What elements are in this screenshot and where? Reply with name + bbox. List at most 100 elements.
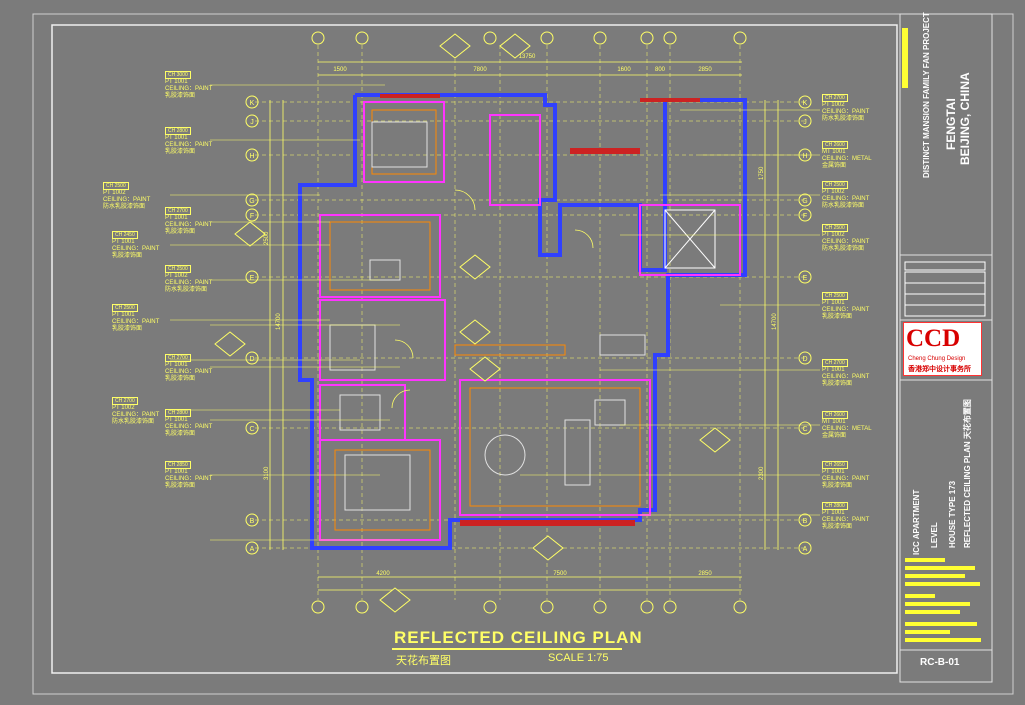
ceiling-material-cn: 防水乳胶漆饰面 [822, 116, 865, 122]
grid-row-label: D [802, 356, 807, 363]
paint-code: PT 1002 [103, 190, 126, 196]
sheet-number: RC-B-01 [920, 657, 960, 668]
paint-code: PT 1002 [822, 232, 845, 238]
dimension-lines [269, 61, 779, 591]
grid-row-label: J [803, 119, 807, 126]
grid-row-label: K [803, 100, 808, 107]
ceiling-label-right: CH 2500 PT 1001 CEILING：PAINT 乳胶漆饰面 [822, 292, 870, 321]
ceiling-height-tag: CH 2650 [822, 461, 848, 469]
drawing-title: REFLECTED CEILING PLAN [394, 628, 643, 647]
paint-code: PT 1001 [165, 79, 188, 85]
paint-code: MT 1001 [822, 149, 846, 155]
ceiling-height-tag: CH 2700 [822, 94, 848, 102]
ceiling-material: CEILING：PAINT [165, 222, 213, 228]
ceiling-label-left: CH 2700 PT 1001 CEILING：PAINT 乳胶漆饰面 [165, 207, 213, 236]
ceiling-height-tag: CH 2800 [165, 127, 191, 135]
dim-bottom: 4200 [376, 571, 390, 577]
grid-bubble-letters-right: K J H G F E D C B A [802, 100, 807, 553]
ceiling-height-tag: CH 2500 [165, 265, 191, 273]
title-block-border [899, 13, 993, 683]
ceiling-edges [329, 109, 641, 531]
ceiling-material-cn: 乳胶漆饰面 [165, 229, 196, 235]
ceiling-material: CEILING：PAINT [822, 476, 870, 482]
paint-code: PT 1001 [165, 135, 188, 141]
dim-bottom: 2850 [698, 571, 712, 577]
dim-top: 2850 [698, 67, 712, 73]
grid-row-label: F [803, 213, 807, 220]
ceiling-height-tag: CH 2700 [165, 207, 191, 215]
grid-row-label: B [803, 518, 808, 525]
ceiling-material-cn: 防水乳胶漆饰面 [822, 203, 865, 209]
ceiling-label-right: CH 2800 PT 1001 CEILING：PAINT 乳胶漆饰面 [822, 502, 869, 531]
dim-top: 1500 [333, 67, 347, 73]
paint-code: PT 1001 [822, 367, 845, 373]
ceiling-height-tag: CH 2800 [822, 502, 848, 510]
grid-row-label: A [250, 546, 255, 553]
grid-row-label: C [249, 426, 254, 433]
leader-lines [170, 84, 820, 541]
ceiling-height-tag: CH 2600 [822, 411, 848, 419]
paint-code: PT 1001 [112, 239, 135, 245]
ceiling-material-cn: 乳胶漆饰面 [112, 253, 143, 259]
ceiling-material-cn: 乳胶漆饰面 [165, 149, 196, 155]
logo-chinese: 香港郑中设计事务所 [908, 366, 971, 373]
drawing-subtitle-cn: 天花布置图 [396, 654, 451, 667]
outer-border [32, 13, 1014, 695]
curtain-walls [380, 94, 700, 526]
dim-top: 1600 [617, 67, 631, 73]
ceiling-height-tag: CH 2500 [822, 224, 848, 232]
dim-left: 2500 [264, 231, 270, 245]
ceiling-material: CEILING：PAINT [165, 369, 213, 375]
ceiling-label-right: CH 2700 PT 1001 CEILING：PAINT 乳胶漆饰面 [822, 359, 869, 388]
ceiling-material-cn: 乳胶漆饰面 [165, 376, 196, 382]
ceiling-label-left: CH 2500 PT 1002 CEILING：PAINT 防水乳胶漆饰面 [165, 265, 213, 294]
ceiling-material: CEILING：PAINT [165, 142, 213, 148]
interior-partitions [319, 101, 741, 541]
title-underline [392, 648, 622, 650]
grid-bubble-letters-left: K J H G F E D C B A [249, 100, 254, 553]
ceiling-label-left: CH 2450 PT 1001 CEILING：PAINT 乳胶漆饰面 [112, 231, 160, 260]
dimension-text: 1500 7800 13750 1600 800 2850 4200 7500 … [333, 54, 712, 577]
ceiling-label-right: CH 2700 PT 1002 CEILING：PAINT 防水乳胶漆饰面 [822, 94, 870, 123]
ceiling-label-left: CH 2500 PT 1001 CEILING：PAINT 乳胶漆饰面 [112, 304, 159, 333]
ceiling-height-tag: CH 2450 [112, 231, 138, 239]
grid-row-label: G [249, 198, 254, 205]
ceiling-material-cn: 乳胶漆饰面 [165, 93, 196, 99]
grid-row-label: B [250, 518, 255, 525]
ceiling-material: CEILING：PAINT [165, 424, 213, 430]
paint-code: PT 1002 [822, 102, 845, 108]
grid-row-label: K [250, 100, 255, 107]
location-city: BEIJING, CHINA [958, 72, 972, 165]
ceiling-material: CEILING：PAINT [165, 280, 213, 286]
grid-row-label: G [802, 198, 807, 205]
grid-row-label: H [802, 153, 807, 160]
paint-code: PT 1001 [822, 510, 845, 516]
ceiling-material: CEILING：METAL [822, 426, 872, 432]
ceiling-material-cn: 乳胶漆饰面 [822, 524, 853, 530]
grid-row-label: H [249, 153, 254, 160]
furniture [329, 121, 646, 511]
dim-right: 2300 [759, 466, 765, 480]
ceiling-material-cn: 乳胶漆饰面 [822, 483, 853, 489]
paint-code: PT 1001 [165, 469, 188, 475]
paint-code: PT 1001 [112, 312, 135, 318]
ceiling-material: CEILING：METAL [822, 156, 872, 162]
ceiling-label-left: CH 2850 PT 1001 CEILING：PAINT 乳胶漆饰面 [165, 461, 212, 490]
dim-top: 13750 [519, 54, 536, 60]
paint-code: PT 1001 [822, 300, 845, 306]
location-district: FENGTAI [944, 98, 958, 150]
exterior-walls [298, 93, 747, 550]
ceiling-material: CEILING：PAINT [112, 412, 160, 418]
ceiling-height-tag: CH 2500 [112, 304, 138, 312]
ceiling-height-tag: CH 2600 [822, 141, 848, 149]
ceiling-material: CEILING：PAINT [822, 307, 870, 313]
ceiling-height-tag: CH 2500 [822, 181, 848, 189]
ceiling-material: CEILING：PAINT [112, 246, 160, 252]
ceiling-height-tag: CH 2850 [165, 461, 191, 469]
elevator-shaft [664, 209, 716, 269]
ceiling-height-tag: CH 3000 [165, 71, 191, 79]
ceiling-material: CEILING：PAINT [822, 109, 870, 115]
apartment-name: ICC APARTMENT [912, 489, 921, 555]
ceiling-label-right: CH 2600 MT 1001 CEILING：METAL 金属饰面 [822, 141, 872, 170]
project-name: DISTINCT MANSION FAMILY FAN PROJECT [922, 12, 931, 178]
